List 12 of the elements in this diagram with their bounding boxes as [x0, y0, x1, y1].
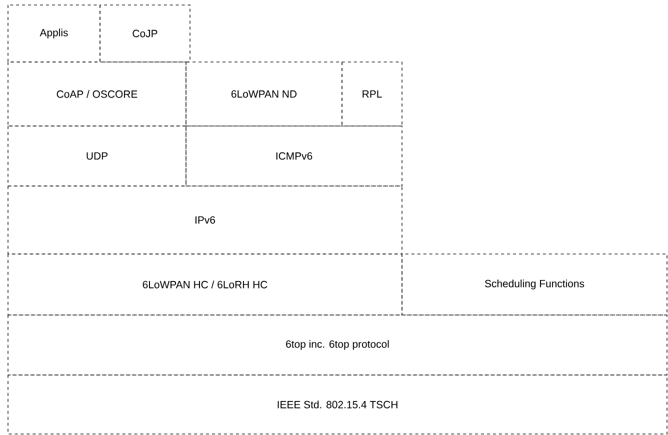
layer-box: RPL	[342, 62, 402, 126]
layer-box: CoJP	[100, 4, 190, 62]
layer-box: IEEE Std. 802.15.4 TSCH	[8, 374, 668, 434]
layer-box: ICMPv6	[186, 126, 402, 186]
layer-box: 6LoWPAN HC / 6LoRH HC	[8, 254, 402, 316]
layer-box: UDP	[8, 126, 186, 186]
layer-box: 6LoWPAN ND	[186, 62, 342, 126]
layer-box: CoAP / OSCORE	[8, 62, 186, 126]
layer-box: IPv6	[8, 186, 402, 254]
layer-box: Scheduling Functions	[402, 254, 668, 316]
layer-box: 6top inc. 6top protocol	[8, 314, 668, 376]
layer-box: Applis	[8, 4, 100, 62]
